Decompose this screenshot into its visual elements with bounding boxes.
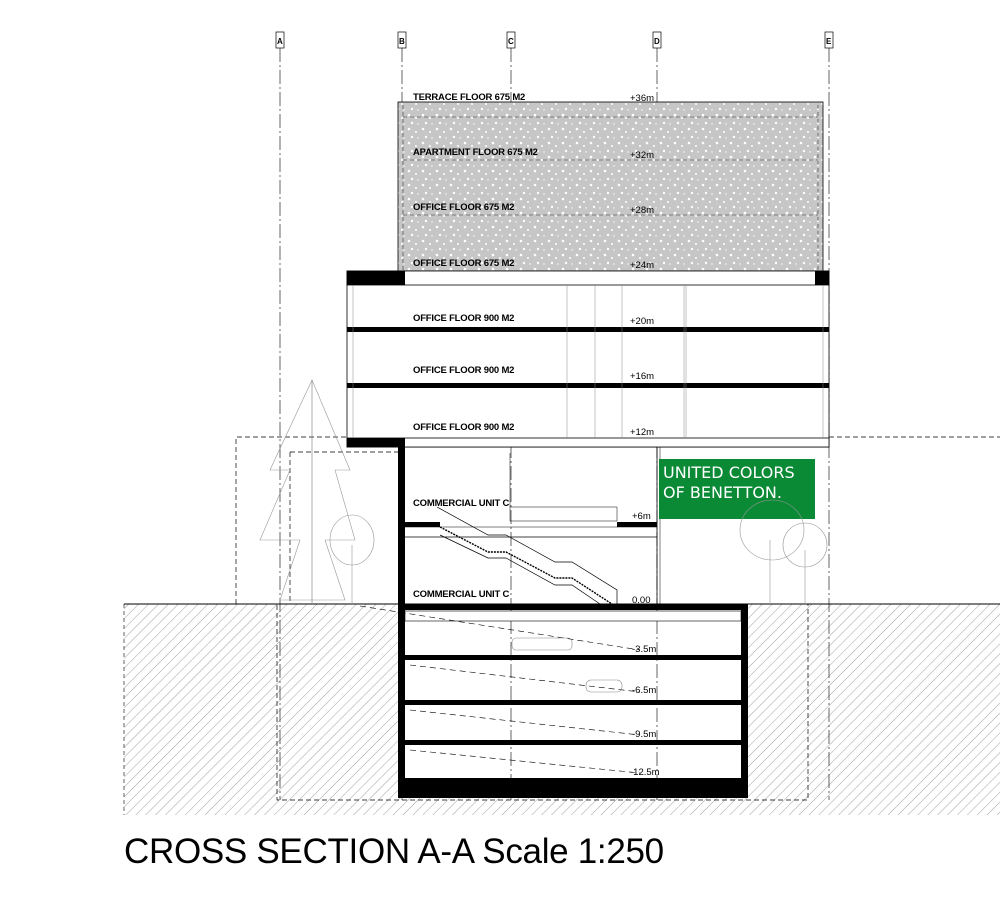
tree-icon [259, 379, 828, 604]
elevation-label: -6.5m [632, 685, 656, 696]
floor-label: TERRACE FLOOR 675 M2 [413, 92, 525, 103]
elevation-label: -9.5m [632, 729, 656, 740]
floor-label: COMMERCIAL UNIT C [413, 589, 510, 600]
car-icon [511, 637, 623, 693]
sign-line-1: UNITED COLORS [663, 463, 795, 482]
floor-labels: TERRACE FLOOR 675 M2 APARTMENT FLOOR 675… [413, 92, 538, 600]
sign-line-2: OF BENETTON. [663, 483, 782, 502]
grid-markers: A B C D E [275, 31, 834, 49]
commercial-block [398, 447, 661, 607]
elevation-label: +32m [630, 150, 654, 161]
grid-label-e: E [826, 37, 832, 46]
office-block [346, 270, 830, 448]
benetton-sign: UNITED COLORS OF BENETTON. [659, 459, 815, 519]
basement-parking [359, 604, 748, 798]
grid-label-b: B [399, 37, 405, 46]
floor-label: OFFICE FLOOR 900 M2 [413, 422, 514, 433]
elevation-label: +20m [630, 316, 654, 327]
grid-marker-a: A [275, 31, 285, 49]
grid-label-d: D [654, 37, 660, 46]
grid-marker-e: E [824, 31, 834, 49]
grid-label-a: A [277, 37, 283, 46]
elevation-label: 0.00 [632, 595, 651, 606]
floor-label: COMMERCIAL UNIT C [413, 498, 510, 509]
elevation-labels: +36m +32m +28m +24m +20m +16m +12m +6m 0… [630, 93, 660, 778]
grid-marker-b: B [397, 31, 407, 49]
elevation-label: -12.5m [630, 767, 660, 778]
grid-label-c: C [508, 37, 514, 46]
grid-marker-d: D [652, 31, 662, 49]
floor-label: APARTMENT FLOOR 675 M2 [413, 147, 538, 158]
floor-label: OFFICE FLOOR 900 M2 [413, 365, 514, 376]
elevation-label: +36m [630, 93, 654, 104]
elevation-label: +12m [630, 427, 654, 438]
elevation-label: +24m [630, 260, 654, 271]
grid-marker-c: C [506, 31, 516, 49]
elevation-label: +16m [630, 371, 654, 382]
elevation-label: +6m [632, 511, 651, 522]
drawing-title: CROSS SECTION A-A Scale 1:250 [124, 832, 664, 871]
elevation-label: +28m [630, 205, 654, 216]
elevation-label: -3.5m [632, 644, 656, 655]
perforated-facade-block [397, 101, 824, 273]
floor-label: OFFICE FLOOR 675 M2 [413, 202, 514, 213]
floor-label: OFFICE FLOOR 900 M2 [413, 313, 514, 324]
staircase [436, 506, 618, 605]
floor-label: OFFICE FLOOR 675 M2 [413, 258, 514, 269]
